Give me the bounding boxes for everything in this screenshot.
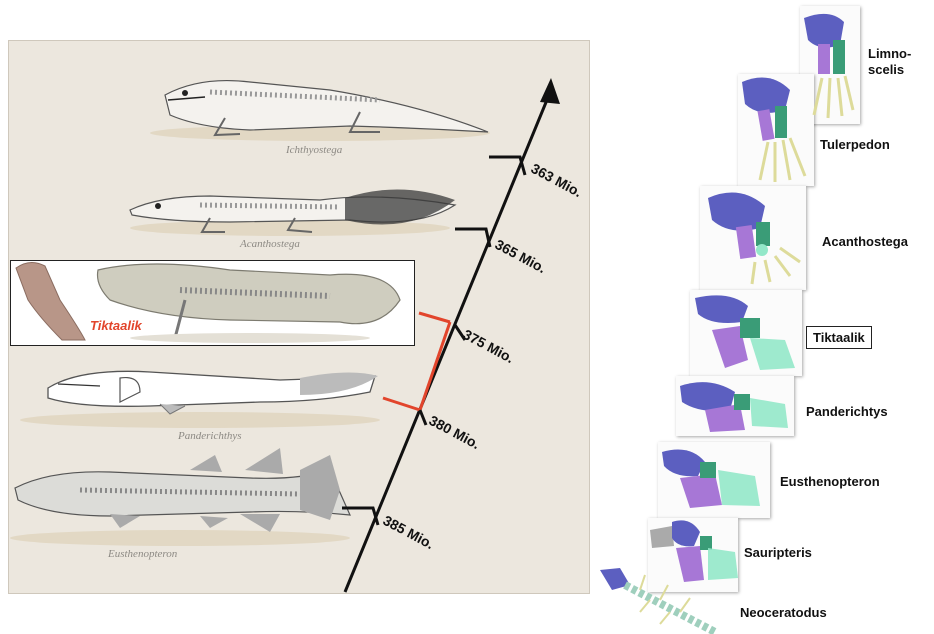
taxon-label-tulerpedon: Tulerpedon	[820, 137, 890, 152]
taxon-label-limnoscelis-line1: Limno-	[868, 46, 911, 62]
limb-eusthenopteron	[662, 450, 760, 508]
limb-panderichthys	[680, 382, 788, 432]
taxon-label-acanthostega: Acanthostega	[822, 234, 908, 249]
taxon-label-tiktaalik: Tiktaalik	[806, 326, 872, 349]
limb-tulerpedon	[742, 78, 805, 183]
taxon-label-neoceratodus: Neoceratodus	[740, 605, 827, 620]
taxon-label-limnoscelis: Limno- scelis	[868, 46, 911, 78]
taxon-label-sauripteris: Sauripteris	[744, 545, 812, 560]
limb-limnoscelis	[804, 14, 853, 118]
limb-tiktaalik	[695, 295, 795, 370]
limb-sauripteris	[650, 520, 738, 582]
taxon-label-limnoscelis-line2: scelis	[868, 62, 911, 78]
taxon-label-eusthenopteron: Eusthenopteron	[780, 474, 880, 489]
limb-acanthostega	[708, 193, 800, 284]
taxon-label-panderichtys: Panderichtys	[806, 404, 888, 419]
